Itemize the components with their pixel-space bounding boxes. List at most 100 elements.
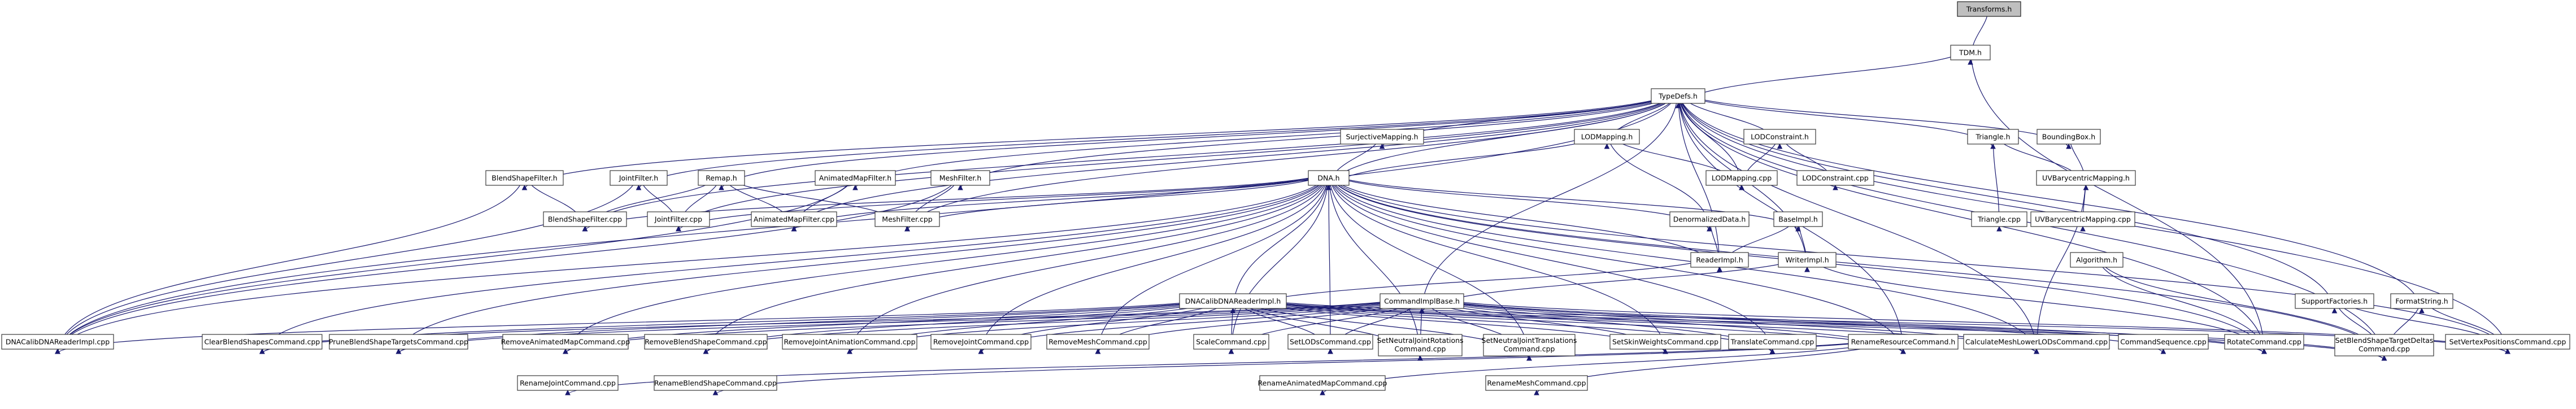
- node-label: Remap.h: [706, 174, 737, 182]
- edge-clearblendshapescommand_cpp-to-dna_h: [259, 170, 1329, 354]
- node-label: Triangle.cpp: [1977, 215, 2021, 224]
- node-denormalizeddata-h[interactable]: DenormalizedData.h: [1669, 211, 1750, 227]
- node-label: UVBarycentricMapping.cpp: [2035, 215, 2131, 224]
- node-label: ReaderImpl.h: [1696, 256, 1743, 264]
- edge-setskinweightscommand_cpp-to-dna_h: [1328, 170, 1668, 354]
- node-meshfilter-h[interactable]: MeshFilter.h: [930, 170, 990, 186]
- edge-typedefs_h-to-tdm_h: [1675, 45, 1971, 108]
- node-label: UVBarycentricMapping.h: [2042, 174, 2130, 182]
- node-label: DenormalizedData.h: [1673, 215, 1746, 224]
- node-triangle-h[interactable]: Triangle.h: [1967, 129, 2019, 145]
- node-removejointcommand-cpp[interactable]: RemoveJointCommand.cpp: [930, 334, 1032, 350]
- edge-rotatecommand_cpp-to-tdm_h: [1970, 45, 2267, 354]
- node-clearblendshapescommand-cpp[interactable]: ClearBlendShapesCommand.cpp: [202, 334, 323, 350]
- node-boundingbox-h[interactable]: BoundingBox.h: [2037, 129, 2101, 145]
- node-label: MeshFilter.cpp: [882, 215, 933, 224]
- node-removeblendshapecommand-cpp[interactable]: RemoveBlendShapeCommand.cpp: [644, 334, 768, 350]
- node-removemeshcommand-cpp[interactable]: RemoveMeshCommand.cpp: [1046, 334, 1150, 350]
- node-dnacalibdnareaderimpl-cpp[interactable]: DNACalibDNAReaderImpl.cpp: [1, 334, 114, 350]
- node-renamejointcommand-cpp[interactable]: RenameJointCommand.cpp: [517, 375, 619, 391]
- node-renameblendshapecommand-cpp[interactable]: RenameBlendShapeCommand.cpp: [654, 375, 777, 391]
- edge-blendshapefilter_cpp-to-typedefs_h: [582, 88, 1679, 232]
- node-lodconstraint-h[interactable]: LODConstraint.h: [1743, 129, 1816, 145]
- node-commandsequence-cpp[interactable]: CommandSequence.cpp: [2118, 334, 2209, 350]
- node-label: RemoveAnimatedMapCommand.cpp: [501, 338, 630, 346]
- edge-jointfilter_h-to-typedefs_h: [636, 88, 1679, 190]
- node-blendshapefilter-cpp[interactable]: BlendShapeFilter.cpp: [543, 211, 627, 227]
- edge-dnacalibdnareaderimpl_cpp-to-dnacalibdnareaderimpl_h: [55, 293, 1234, 354]
- node-meshfilter-cpp[interactable]: MeshFilter.cpp: [874, 211, 940, 227]
- node-writerimpl-h[interactable]: WriterImpl.h: [1778, 252, 1837, 268]
- edge-animatedmapfilter_cpp-to-typedefs_h: [791, 88, 1679, 232]
- node-setlodscommand-cpp[interactable]: SetLODsCommand.cpp: [1287, 334, 1373, 350]
- node-dnacalibdnareaderimpl-h[interactable]: DNACalibDNAReaderImpl.h: [1179, 293, 1287, 309]
- node-lodmapping-h[interactable]: LODMapping.h: [1574, 129, 1640, 145]
- node-transforms-h[interactable]: Transforms.h: [1957, 1, 2021, 17]
- node-lodconstraint-cpp[interactable]: LODConstraint.cpp: [1796, 170, 1874, 186]
- edge-denormalizeddata_h-to-dna_h: [1328, 170, 1712, 232]
- node-animatedmapfilter-cpp[interactable]: AnimatedMapFilter.cpp: [751, 211, 837, 227]
- node-remap-h[interactable]: Remap.h: [698, 170, 745, 186]
- node-removeanimatedmapcommand-cpp[interactable]: RemoveAnimatedMapCommand.cpp: [501, 334, 630, 350]
- node-renamemeshcommand-cpp[interactable]: RenameMeshCommand.cpp: [1485, 375, 1588, 391]
- node-baseimpl-h[interactable]: BaseImpl.h: [1773, 211, 1823, 227]
- node-jointfilter-h[interactable]: JointFilter.h: [610, 170, 668, 186]
- node-readerimpl-h[interactable]: ReaderImpl.h: [1690, 252, 1749, 268]
- node-label: Transforms.h: [1966, 5, 2012, 14]
- node-setvertexpositionscommand-cpp[interactable]: SetVertexPositionsCommand.cpp: [2445, 334, 2570, 350]
- node-label: PruneBlendShapeTargetsCommand.cpp: [329, 338, 468, 346]
- node-label: RenameAnimatedMapCommand.cpp: [1258, 379, 1387, 388]
- node-label: BaseImpl.h: [1778, 215, 1818, 224]
- node-blendshapefilter-h[interactable]: BlendShapeFilter.h: [485, 170, 564, 186]
- node-commandimplbase-h[interactable]: CommandImplBase.h: [1380, 293, 1464, 309]
- node-rotatecommand-cpp[interactable]: RotateCommand.cpp: [2224, 334, 2304, 350]
- node-formatstring-h[interactable]: FormatString.h: [2390, 293, 2453, 309]
- edge-removeblendshapecommand_cpp-to-dna_h: [703, 170, 1329, 354]
- node-label: CommandImplBase.h: [1384, 297, 1460, 306]
- edge-dnacalibdnareaderimpl_h-to-dna_h: [1230, 170, 1329, 314]
- edge-setneutraljointtranslationscommand_cpp-to-dna_h: [1328, 170, 1532, 361]
- node-renameanimatedmapcommand-cpp[interactable]: RenameAnimatedMapCommand.cpp: [1258, 375, 1387, 391]
- edge-pruneblendshapetargetscommand_cpp-to-dna_h: [395, 170, 1329, 354]
- node-uvbarycentricmapping-h[interactable]: UVBarycentricMapping.h: [2036, 170, 2136, 186]
- node-label: SupportFactories.h: [2301, 297, 2368, 306]
- edge-formatstring_h-to-typedefs_h: [1677, 88, 2425, 314]
- node-label: BoundingBox.h: [2042, 133, 2095, 141]
- node-label: SetSkinWeightsCommand.cpp: [1612, 338, 1718, 346]
- node-label: TranslateCommand.cpp: [1730, 338, 1814, 346]
- node-lodmapping-cpp[interactable]: LODMapping.cpp: [1705, 170, 1778, 186]
- node-jointfilter-cpp[interactable]: JointFilter.cpp: [647, 211, 710, 227]
- node-label: RemoveMeshCommand.cpp: [1048, 338, 1147, 346]
- node-scalecommand-cpp[interactable]: ScaleCommand.cpp: [1193, 334, 1269, 350]
- node-uvbarycentricmapping-cpp[interactable]: UVBarycentricMapping.cpp: [2030, 211, 2135, 227]
- node-setskinweightscommand-cpp[interactable]: SetSkinWeightsCommand.cpp: [1609, 334, 1721, 350]
- node-label: FormatString.h: [2395, 297, 2448, 306]
- node-renameresourcecommand-h[interactable]: RenameResourceCommand.h: [1848, 334, 1959, 350]
- node-label: TDM.h: [1959, 49, 1982, 57]
- node-algorithm-h[interactable]: Algorithm.h: [2070, 252, 2124, 268]
- node-supportfactories-h[interactable]: SupportFactories.h: [2295, 293, 2374, 309]
- node-typedefs-h[interactable]: TypeDefs.h: [1651, 88, 1705, 104]
- edge-baseimpl_h-to-dna_h: [1328, 170, 1801, 232]
- node-label: WriterImpl.h: [1785, 256, 1829, 264]
- node-pruneblendshapetargetscommand-cpp[interactable]: PruneBlendShapeTargetsCommand.cpp: [329, 334, 468, 350]
- node-label: AnimatedMapFilter.h: [819, 174, 891, 182]
- node-tdm-h[interactable]: TDM.h: [1950, 45, 1991, 60]
- node-surjectivemapping-h[interactable]: SurjectiveMapping.h: [1340, 129, 1424, 145]
- node-dna-h[interactable]: DNA.h: [1308, 170, 1350, 186]
- node-triangle-cpp[interactable]: Triangle.cpp: [1971, 211, 2027, 227]
- node-label: BlendShapeFilter.h: [491, 174, 557, 182]
- node-translatecommand-cpp[interactable]: TranslateCommand.cpp: [1728, 334, 1817, 350]
- node-label: LODMapping.cpp: [1712, 174, 1772, 182]
- edge-remap_h-to-typedefs_h: [719, 88, 1679, 190]
- node-removejointanimationcommand-cpp[interactable]: RemoveJointAnimationCommand.cpp: [782, 334, 917, 350]
- node-animatedmapfilter-h[interactable]: AnimatedMapFilter.h: [815, 170, 896, 186]
- edge-renameblendshapecommand_cpp-to-renameresourcecommand_h: [712, 334, 1904, 395]
- node-label: LODMapping.h: [1581, 133, 1633, 141]
- node-calculatemeshlowerlodscommand-cpp[interactable]: CalculateMeshLowerLODsCommand.cpp: [1963, 334, 2110, 350]
